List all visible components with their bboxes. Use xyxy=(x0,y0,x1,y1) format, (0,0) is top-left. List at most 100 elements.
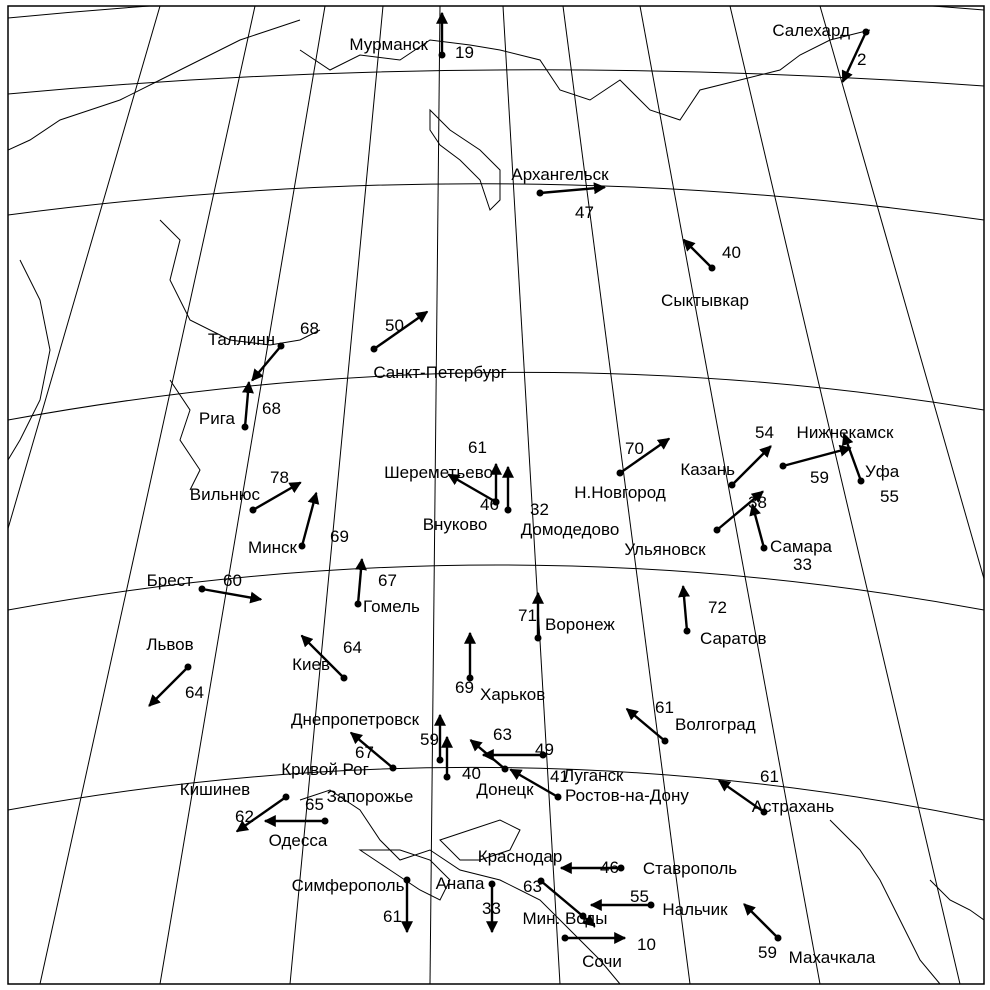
station-dot xyxy=(466,674,474,682)
wind-speed-label: 72 xyxy=(708,598,727,617)
city-label: Салехард xyxy=(772,21,850,40)
city-label: Кишинев xyxy=(180,780,250,799)
wind-speed-label: 71 xyxy=(518,606,537,625)
wind-arrow xyxy=(743,903,779,939)
station-dot xyxy=(779,462,787,470)
station-dot xyxy=(539,751,547,759)
station-dot xyxy=(354,600,362,608)
wind-arrow xyxy=(716,490,764,531)
longitude-line xyxy=(429,6,441,984)
wind-arrow xyxy=(251,345,282,382)
wind-speed-label: 65 xyxy=(305,795,324,814)
station-dot xyxy=(249,506,257,514)
wind-speed-label: 68 xyxy=(300,319,319,338)
wind-speed-label: 38 xyxy=(748,493,767,512)
station-dot xyxy=(683,627,691,635)
station-dot xyxy=(504,506,512,514)
city-label: Казань xyxy=(680,460,735,479)
station-dot xyxy=(184,663,192,671)
coastline-white-sea xyxy=(429,108,501,211)
wind-speed-label: 55 xyxy=(880,487,899,506)
longitude-line xyxy=(639,6,821,984)
station-dot xyxy=(241,423,249,431)
station-dot xyxy=(708,264,716,272)
wind-speed-label: 59 xyxy=(810,468,829,487)
city-label: Н.Новгород xyxy=(574,483,666,502)
wind-arrow xyxy=(625,707,666,742)
wind-speed-label: 63 xyxy=(493,725,512,744)
wind-speed-label: 55 xyxy=(630,887,649,906)
city-label: Брест xyxy=(147,571,194,590)
wind-speed-label: 63 xyxy=(523,877,542,896)
longitude-line xyxy=(39,6,256,984)
city-label: Шереметьево xyxy=(384,463,493,482)
coastline-caspian xyxy=(829,819,941,984)
station-dot xyxy=(370,345,378,353)
wind-arrow xyxy=(148,666,189,707)
station-dot xyxy=(579,912,587,920)
station: Воронеж 71 xyxy=(518,591,615,642)
city-label: Харьков xyxy=(480,685,545,704)
wind-arrow xyxy=(749,503,766,549)
city-label: Архангельск xyxy=(511,165,609,184)
coastline-azov xyxy=(439,819,521,861)
wind-arrow xyxy=(539,182,606,195)
wind-arrow xyxy=(300,634,345,679)
wind-arrow xyxy=(782,444,852,468)
wind-speed-label: 19 xyxy=(455,43,474,62)
wind-speed-label: 46 xyxy=(600,858,619,877)
wind-speed-label: 54 xyxy=(755,423,774,442)
station-dot xyxy=(403,876,411,884)
city-label: Воронеж xyxy=(545,615,615,634)
station-dot xyxy=(277,342,285,350)
station-dot xyxy=(857,477,865,485)
wind-arrow xyxy=(355,557,367,605)
wind-arrow xyxy=(373,310,429,350)
city-label: Астрахань xyxy=(752,797,835,816)
city-label: Запорожье xyxy=(327,787,414,806)
latitude-line xyxy=(8,564,984,611)
station-dot xyxy=(534,634,542,642)
coastline-baltic xyxy=(169,379,201,491)
station-dot xyxy=(616,469,624,477)
city-label: Симферополь xyxy=(292,876,405,895)
station-dot xyxy=(536,189,544,197)
city-label: Махачкала xyxy=(789,948,876,967)
station: Казань 54 xyxy=(680,423,774,489)
city-label: Киев xyxy=(292,655,330,674)
latitude-lines xyxy=(8,6,984,821)
station: Мин. Воды xyxy=(522,909,607,928)
wind-speed-label: 59 xyxy=(420,730,439,749)
station-dot xyxy=(488,880,496,888)
city-label: Ростов-на-Дону xyxy=(565,786,689,805)
station-dot xyxy=(774,934,782,942)
city-label: Рига xyxy=(199,409,236,428)
city-label: Донецк xyxy=(476,780,534,799)
coastline-crimea xyxy=(358,849,451,901)
city-label: Волгоград xyxy=(675,715,756,734)
city-label: Мурманск xyxy=(349,35,428,54)
station-dot xyxy=(760,544,768,552)
latitude-line xyxy=(8,766,984,821)
city-label: Таллинн xyxy=(208,330,275,349)
city-label: Саратов xyxy=(700,629,767,648)
wind-speed-label: 69 xyxy=(330,527,349,546)
wind-speed-label: 61 xyxy=(468,438,487,457)
city-label: Ульяновск xyxy=(624,540,706,559)
longitude-line xyxy=(729,6,961,984)
wind-arrow xyxy=(540,880,596,927)
